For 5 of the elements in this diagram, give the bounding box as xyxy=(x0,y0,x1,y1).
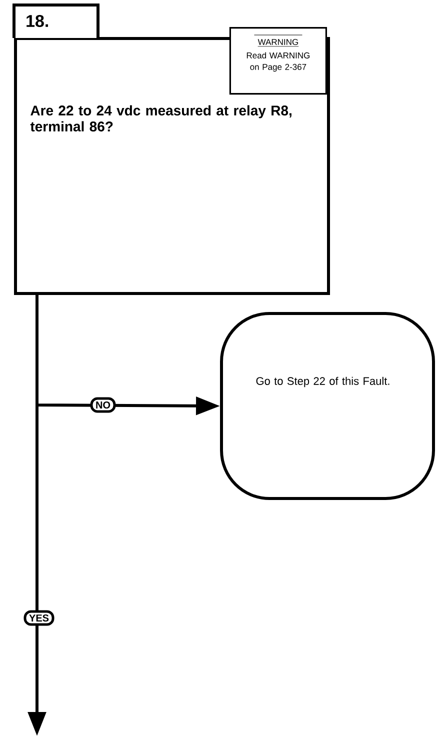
node-label: 18. xyxy=(26,14,48,28)
warning-box: WARNING Read WARNING on Page 2-367 xyxy=(229,27,327,95)
edge-label: YES xyxy=(24,610,54,626)
action-box: Go to Step 22 of this Fault. xyxy=(220,312,435,500)
edge-label: NO xyxy=(90,397,116,413)
